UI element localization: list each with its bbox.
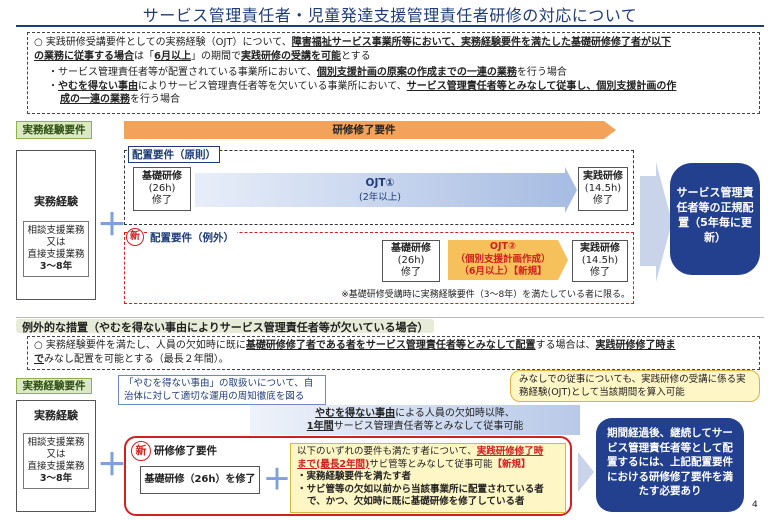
plus-icon-2: ＋: [97, 448, 127, 483]
practice-training-box-1: 実践研修(14.5h)修了: [578, 167, 628, 211]
training-bar-arrowhead: [604, 121, 616, 139]
deemed-placement-arrow: やむを得ない事由による人員の欠如時以降、1年間サービス管理責任者等とみなして従事…: [250, 405, 580, 435]
blue-callout: 「やむを得ない事由」の取扱いについて、自治体に対して適切な運用の周知徹底を図る: [118, 375, 326, 405]
new-badge-icon: 新: [126, 228, 144, 246]
work-experience-label-2: 実務経験: [34, 409, 78, 422]
ojt2-arrowhead: [558, 240, 568, 280]
regular-placement-result: サービス管理責任者等の正規配置（5年毎に更新）: [670, 163, 760, 275]
exception-measure-header: 例外的な措置（やむを得ない事由によりサービス管理責任者等が欠いている場合）: [16, 319, 435, 334]
principle-placement-label: 配置要件（原則）: [128, 146, 220, 163]
principle-placement-box: [124, 150, 634, 225]
ojt1-arrowhead: [565, 167, 577, 213]
exception-footnote: ※基礎研修受講時に実務経験要件（3～8年）を満たしている者に限る。: [341, 290, 630, 300]
exception-placement-label: 配置要件（例外）: [147, 230, 237, 245]
ojt2-arrow: OJT②（個別支援計画作成）（6月以上）【新規】: [448, 240, 558, 280]
basic-training-box-2: 基礎研修(26h)修了: [382, 240, 440, 282]
title-rule: [16, 25, 764, 27]
training-req-label-2: 研修修了要件: [154, 445, 217, 457]
result-arrow-shaft: [640, 176, 656, 266]
new-badge-icon-2: 新: [131, 441, 151, 461]
page-number: 4: [752, 500, 758, 510]
ojt1-arrow: OJT① (2年以上): [195, 173, 565, 207]
work-experience-label: 実務経験: [34, 195, 78, 208]
result-arrowhead: [656, 162, 672, 282]
basic-training-completed: 基礎研修（26h）を修了: [140, 466, 260, 494]
continued-placement-result: 期間経過後、継続してサービス管理責任者等として配置するには、上記配置要件における…: [596, 418, 744, 512]
policy-note-box: ○ 実践研修受講要件としての実務経験（OJT）について、障害福祉サービス事業所等…: [27, 32, 760, 114]
plus-icon: ＋: [97, 208, 127, 243]
exception-note-box: ○ 実務経験要件を満たし、人員の欠如時に既に基礎研修修了者である者をサービス管理…: [27, 336, 760, 370]
section-divider: [16, 317, 764, 318]
basic-training-box-1: 基礎研修(26h)修了: [133, 167, 191, 211]
plus-icon-3: ＋: [263, 463, 292, 496]
yellow-callout: みなしでの従事についても、実践研修の受講に係る実務経験(OJT)として当該期間を…: [510, 370, 760, 402]
exception-placement-box: [124, 232, 634, 304]
practice-training-box-2: 実践研修(14.5h)修了: [572, 240, 628, 282]
new-training-requirement-box: [124, 436, 572, 516]
training-requirement-bar: 研修修了要件: [124, 121, 604, 139]
exp-requirement-tag-2: 実務経験要件: [16, 378, 92, 394]
exp-requirement-tag: 実務経験要件: [16, 121, 92, 139]
page-title: サービス管理責任者・児童発達支援管理責任者研修の対応について: [142, 6, 638, 25]
result-arrowhead-2: [578, 452, 594, 492]
deemed-conditions-box: 以下のいずれの要件も満たす者について、実践研修修了時まで(最長2年間)サビ管等と…: [290, 443, 566, 513]
